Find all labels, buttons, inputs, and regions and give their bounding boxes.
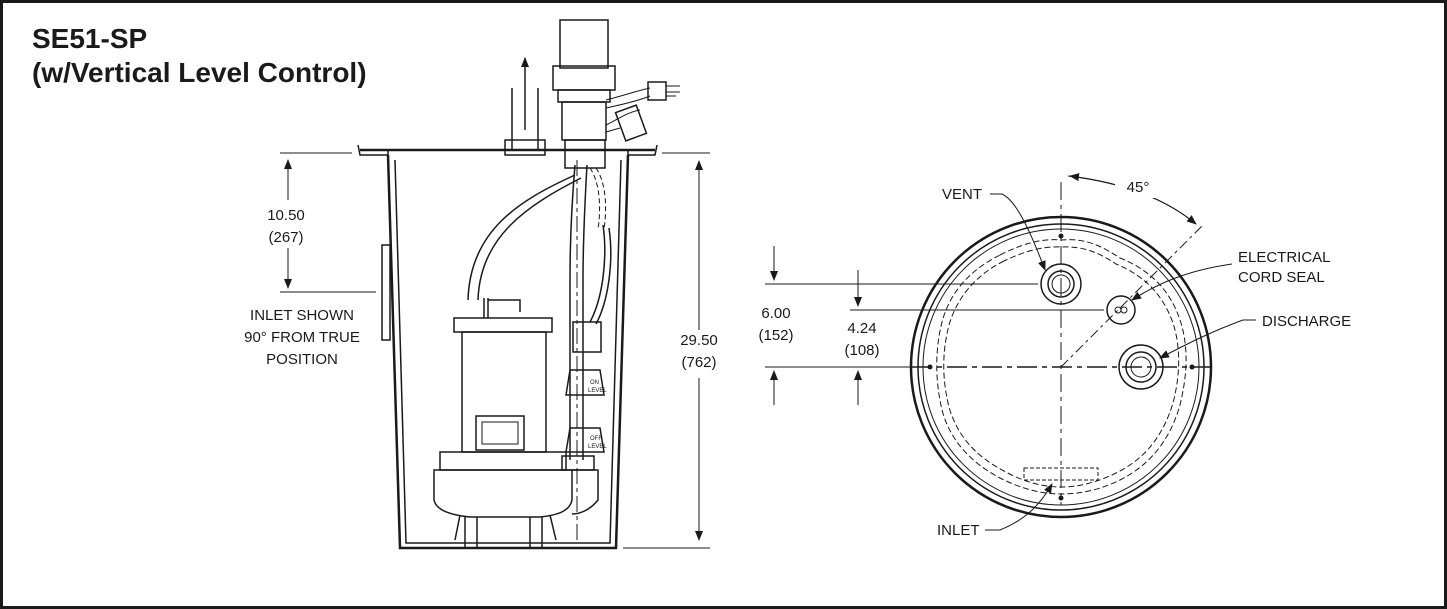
dim-basin-height: 29.50 (762) [623, 152, 718, 549]
float-off-sub: LEVEL [588, 444, 607, 450]
dim-cord-metric: (108) [844, 342, 879, 359]
side-view: ON LEVEL OFF LEVEL 10.50 (267) INLET SHO… [244, 19, 718, 550]
vent-label: VENT [942, 186, 982, 203]
float-switch: ON LEVEL OFF LEVEL [565, 321, 607, 453]
dim-vent-value: 6.00 [761, 305, 790, 322]
internal-piping [467, 160, 612, 540]
float-off [565, 427, 605, 453]
discharge-assembly [552, 19, 680, 169]
float-body [572, 321, 602, 353]
top-view: 45° VENT ELECTRICAL CORD SEAL DISCHARGE … [758, 173, 1351, 539]
float-on-label: ON [590, 380, 599, 386]
inlet-label: INLET [937, 522, 980, 539]
discharge-port [1118, 344, 1164, 390]
inlet-hub [381, 244, 391, 341]
motor-housing [461, 331, 547, 453]
cord-seal-label-1: ELECTRICAL [1238, 249, 1331, 266]
dim-cord-offset: 4.24 (108) [844, 270, 1104, 405]
dim-height-metric: (762) [681, 354, 716, 371]
basin [357, 144, 658, 550]
vent-port [1040, 263, 1082, 305]
inlet-note: INLET SHOWN 90° FROM TRUE POSITION [244, 307, 360, 368]
dim-height-value: 29.50 [680, 332, 718, 349]
model-number: SE51-SP [32, 23, 148, 54]
inlet-note-line3: POSITION [266, 351, 338, 368]
inlet-port [1023, 467, 1099, 481]
discharge-label: DISCHARGE [1262, 313, 1351, 330]
dim-cord-value: 4.24 [847, 320, 876, 337]
float-off-label: OFF [590, 436, 602, 442]
nameplate [475, 415, 525, 451]
dim-vent-metric: (152) [758, 327, 793, 344]
angle-label: 45° [1127, 179, 1150, 196]
inlet-note-line1: INLET SHOWN [250, 307, 354, 324]
power-plug [647, 81, 667, 101]
dim-top-depth: 10.50 (267) [267, 152, 376, 293]
diagonal-45-line [1060, 225, 1203, 368]
float-on-sub: LEVEL [588, 388, 607, 394]
float-on [565, 369, 605, 396]
cord-seal-label-2: CORD SEAL [1238, 269, 1325, 286]
float-plug [614, 104, 648, 142]
cord-seal-port [1106, 295, 1136, 325]
volute [433, 469, 573, 518]
dim-vent-offset: 6.00 (152) [758, 246, 1038, 405]
vent-pipe [504, 57, 546, 156]
inlet-note-line2: 90° FROM TRUE [244, 329, 360, 346]
pump [433, 298, 599, 548]
model-subtitle: (w/Vertical Level Control) [32, 57, 367, 88]
pump-cap [453, 317, 553, 333]
dim-top-metric: (267) [268, 229, 303, 246]
drawing-title: SE51-SP (w/Vertical Level Control) [32, 22, 367, 90]
dim-top-value: 10.50 [267, 207, 305, 224]
